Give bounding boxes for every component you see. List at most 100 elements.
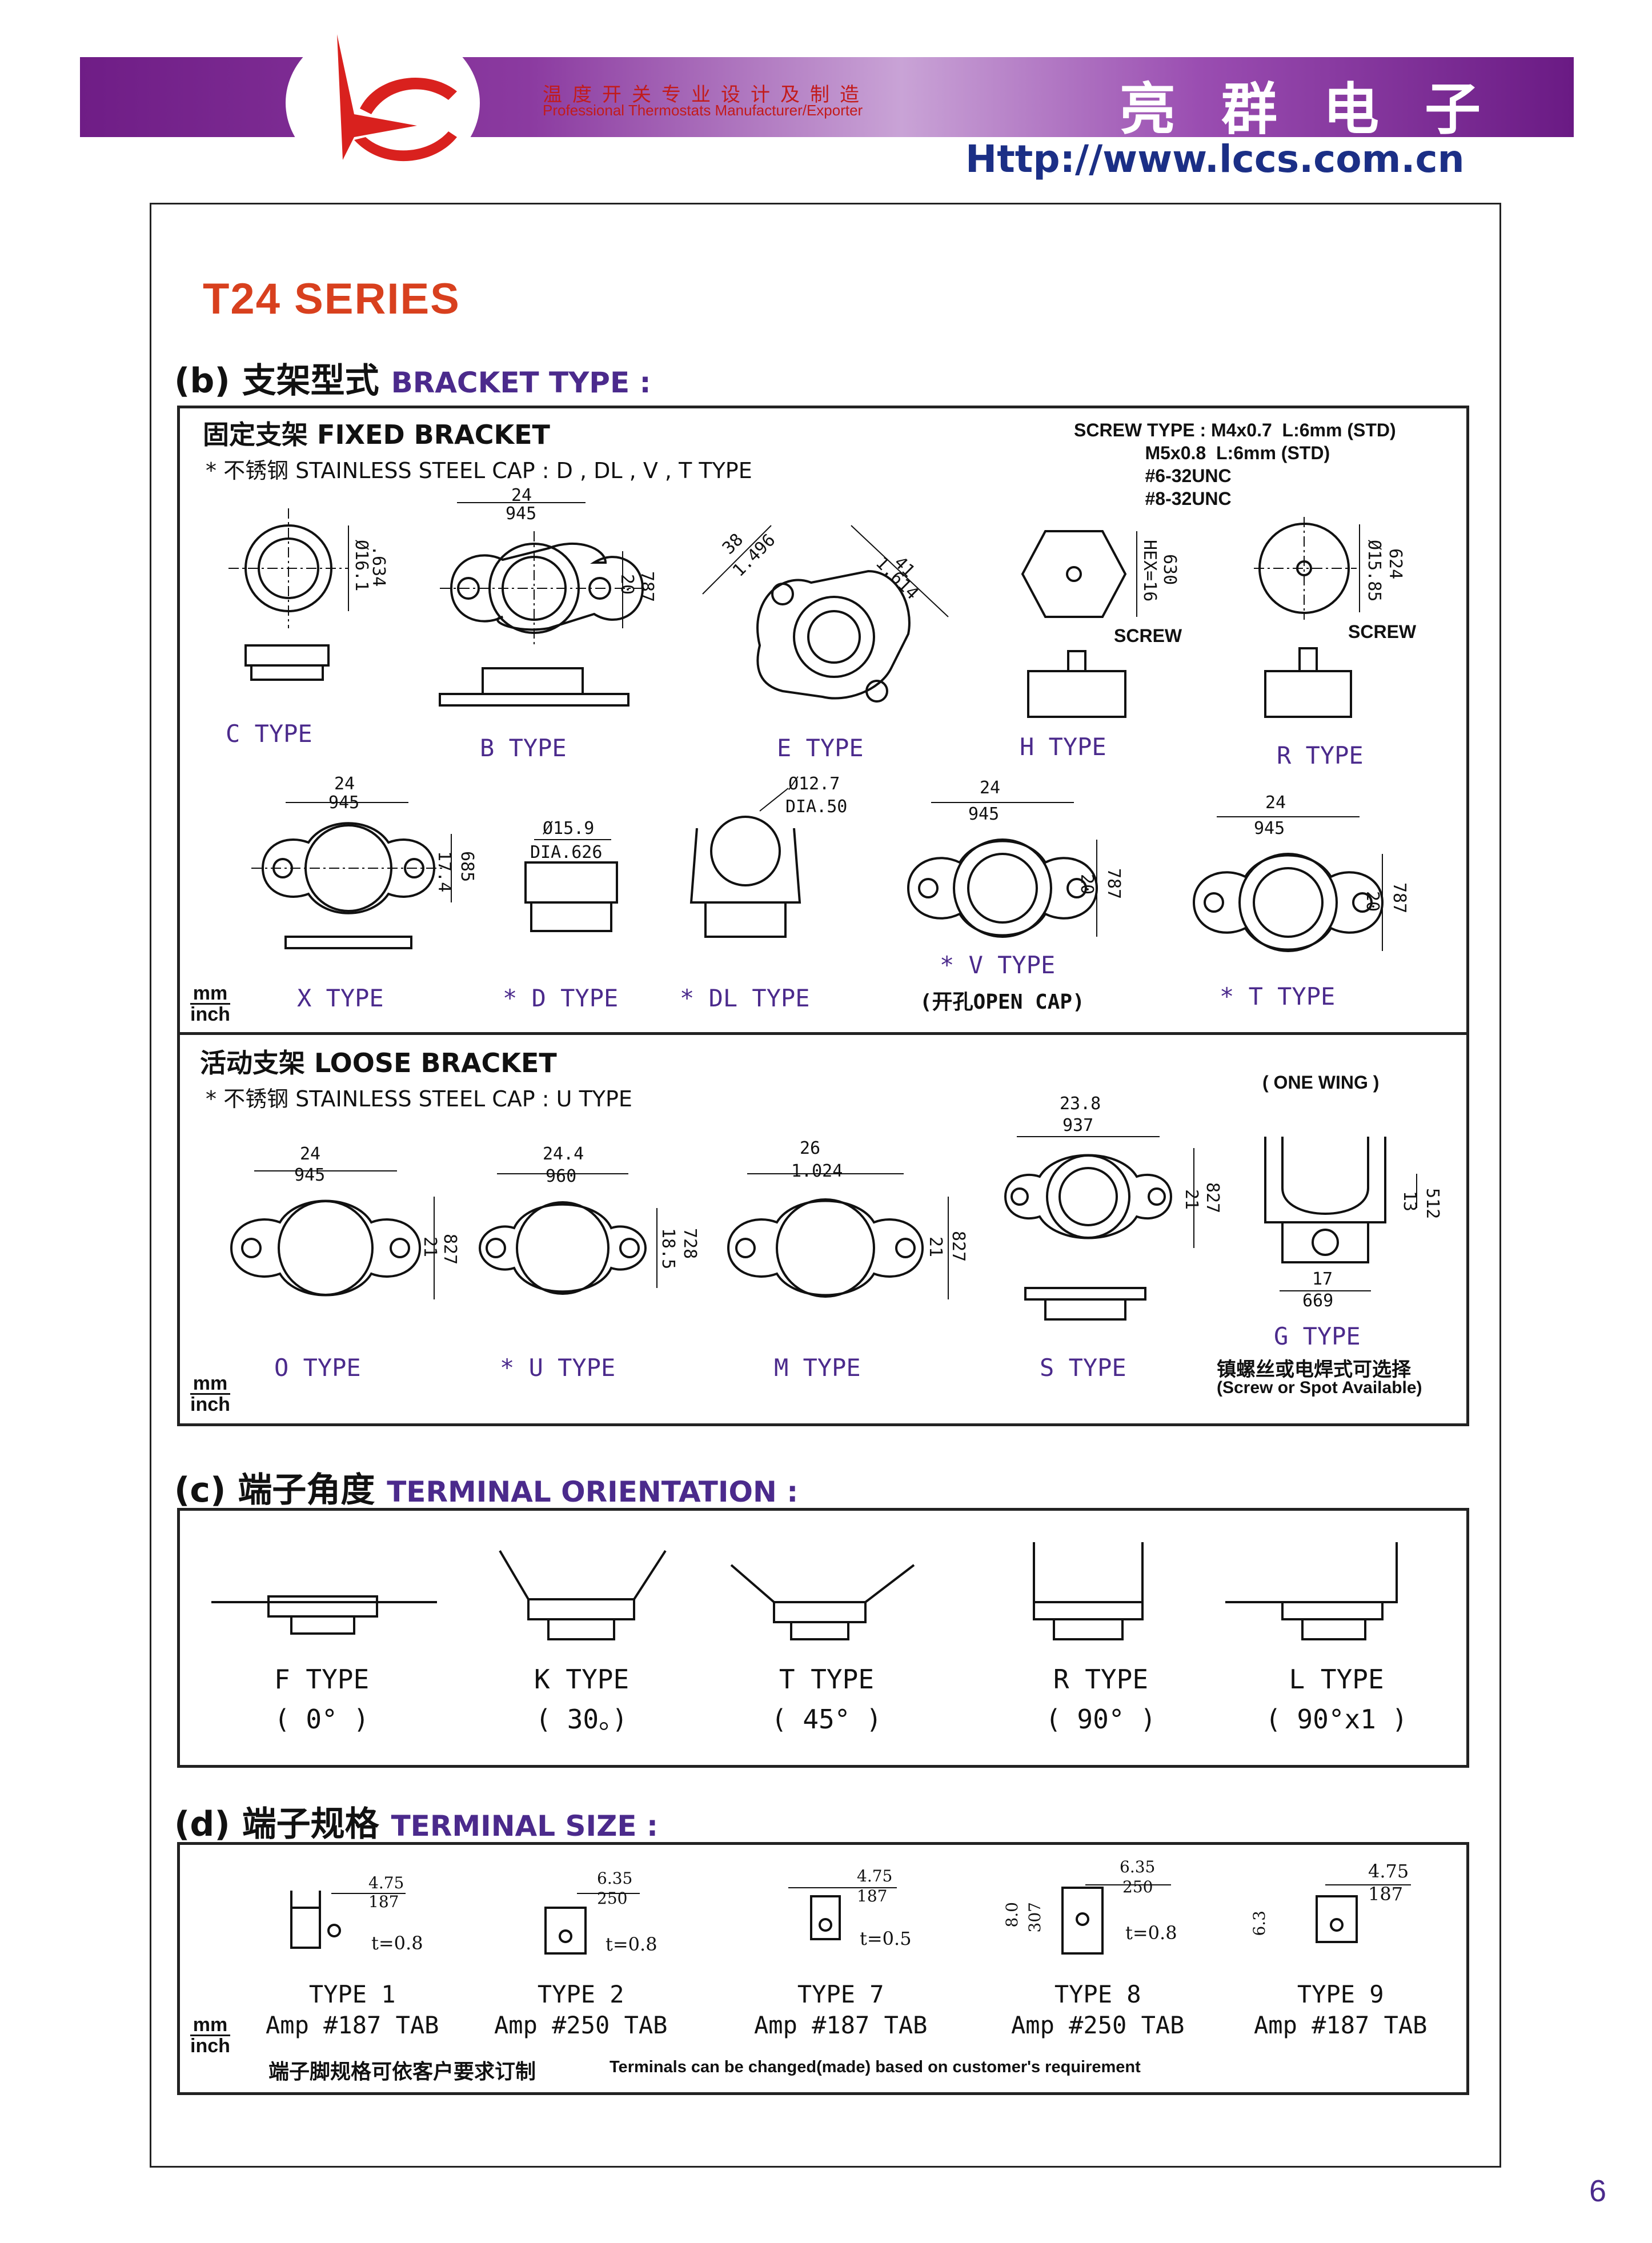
c-dim-inch: .634 (368, 545, 388, 587)
k-type-drawing (499, 1550, 667, 1640)
type8-w-mm: 6.35 (1120, 1857, 1156, 1876)
terminal-note-cn: 端子脚规格可依客户要求订制 (268, 2060, 536, 2084)
terminal-type8: TYPE 8 Amp #250 TAB (1011, 1979, 1184, 2041)
type8-drawing (1061, 1884, 1171, 1955)
v-dim-w-mm: 24 (980, 778, 1001, 798)
label-b-type: B TYPE (480, 734, 567, 762)
r-screw-label: SCREW (1348, 621, 1417, 642)
h-screw-label: SCREW (1114, 625, 1182, 646)
label-r-type: R TYPE (1277, 741, 1364, 769)
g-note-cn: 镇螺丝或电焊式可选择 (1217, 1358, 1411, 1381)
dl-dim-inch: DIA.50 (785, 797, 848, 817)
s-dim-h-mm: 21 (1181, 1189, 1201, 1210)
type9-drawing (1316, 1884, 1411, 1943)
type1-w-inch: 187 (368, 1892, 399, 1911)
type7-drawing (788, 1887, 897, 1940)
unit-legend-loose: mm inch (190, 1374, 230, 1414)
type8-thickness: t=0.8 (1125, 1922, 1177, 1944)
o-dim-w-inch: 945 (294, 1165, 326, 1185)
type1-drawing (290, 1891, 406, 1949)
t-type-drawing (1192, 816, 1384, 952)
section-title-cn: 端子规格 (242, 1804, 379, 1844)
v-dim-h-inch: 787 (1104, 868, 1124, 900)
dl-type-drawing (689, 788, 801, 938)
o-dim-w-mm: 24 (300, 1144, 321, 1164)
g-note-en: (Screw or Spot Available) (1217, 1378, 1422, 1397)
type7-thickness: t=0.5 (860, 1928, 912, 1949)
unit-legend-fixed: mm inch (190, 984, 230, 1024)
v-open-cap-note: (开孔OPEN CAP) (920, 990, 1085, 1014)
loose-bracket-box (177, 1032, 1469, 1426)
terminal-size-box (177, 1842, 1469, 2095)
label-t-type: * T TYPE (1220, 982, 1336, 1010)
section-prefix: (d) (174, 1804, 230, 1844)
orientation-box (177, 1508, 1469, 1768)
s-dim-w-mm: 23.8 (1060, 1094, 1101, 1114)
label-e-type: E TYPE (777, 734, 864, 762)
s-type-drawing (1004, 1136, 1194, 1321)
page-frame (150, 203, 1501, 2168)
u-dim-h-mm: 18.5 (658, 1228, 678, 1270)
terminal-type-name: TYPE 8 (1054, 1980, 1141, 2008)
orientation-k: K TYPE ( 30。) (534, 1659, 629, 1739)
t-dim-w-inch: 945 (1254, 818, 1285, 838)
orientation-t: T TYPE ( 45° ) (771, 1659, 882, 1739)
b-dim-w-mm: 24 (511, 485, 532, 505)
type8-h-mm: 8.0 (1003, 1902, 1021, 1928)
label-x-type: X TYPE (297, 984, 384, 1012)
type2-drawing (544, 1893, 640, 1955)
d-type-drawing (524, 839, 618, 932)
fixed-bracket-title: 固定支架 FIXED BRACKET (203, 419, 550, 450)
g-dim-h-inch: 512 (1422, 1188, 1442, 1219)
s-dim-h-inch: 827 (1202, 1182, 1222, 1214)
g-dim-h-mm: 13 (1400, 1191, 1420, 1212)
x-dim-h-inch: 685 (457, 851, 477, 882)
x-dim-w-inch: 945 (328, 793, 360, 813)
unit-inch: inch (190, 1394, 230, 1415)
company-logo (286, 23, 480, 183)
header-tagline-cn: 温度开关专业设计及制造 (543, 84, 869, 106)
o-dim-h-inch: 827 (440, 1234, 460, 1265)
s-dim-w-inch: 937 (1062, 1116, 1094, 1135)
x-dim-w-mm: 24 (334, 774, 355, 794)
loose-bracket-note: * 不锈钢 STAINLESS STEEL CAP : U TYPE (206, 1086, 632, 1112)
orientation-l: L TYPE ( 90°x1 ) (1265, 1659, 1408, 1739)
label-c-type: C TYPE (226, 720, 312, 748)
type2-w-inch: 250 (597, 1889, 628, 1908)
c-type-drawing (228, 508, 349, 681)
orientation-angle: ( 90°x1 ) (1265, 1704, 1408, 1735)
unit-mm: mm (190, 2015, 230, 2036)
label-v-type: * V TYPE (940, 951, 1056, 979)
terminal-amp: Amp #250 TAB (1011, 2011, 1185, 2039)
o-dim-h-mm: 21 (420, 1237, 440, 1258)
r-dim-inch: 624 (1385, 548, 1405, 580)
section-title-en: TERMINAL SIZE : (391, 1809, 658, 1843)
h-dim-inch: 630 (1160, 554, 1180, 585)
terminal-amp: Amp #250 TAB (494, 2011, 668, 2039)
series-title: T24 SERIES (203, 275, 460, 323)
terminal-type-name: TYPE 7 (797, 1980, 884, 2008)
orientation-angle: ( 90° ) (1045, 1704, 1156, 1735)
type7-w-mm: 4.75 (857, 1867, 893, 1885)
m-dim-w-inch: 1.024 (791, 1161, 843, 1181)
terminal-type9: TYPE 9 Amp #187 TAB (1254, 1979, 1427, 2041)
b-dim-h-inch: 787 (637, 571, 657, 603)
terminal-amp: Amp #187 TAB (754, 2011, 928, 2039)
f-type-drawing (211, 1595, 437, 1635)
r-dim-dia: Ø15.85 (1364, 540, 1384, 602)
website-url[interactable]: Http://www.lccs.com.cn (965, 137, 1465, 181)
v-type-drawing (907, 802, 1098, 938)
orientation-type: L TYPE (1289, 1664, 1384, 1695)
orientation-angle: ( 0° ) (274, 1704, 370, 1735)
orientation-angle: ( 45° ) (771, 1704, 882, 1735)
section-prefix: (c) (174, 1470, 226, 1510)
orientation-type: F TYPE (274, 1664, 370, 1695)
terminal-type-name: TYPE 2 (537, 1980, 624, 2008)
loose-bracket-title: 活动支架 LOOSE BRACKET (200, 1048, 557, 1078)
g-dim-w-mm: 17 (1312, 1269, 1333, 1289)
m-dim-h-inch: 827 (948, 1231, 968, 1262)
section-bracket-heading: (b) 支架型式 BRACKET TYPE : (174, 353, 651, 403)
t-dim-w-mm: 24 (1265, 793, 1286, 813)
section-prefix: (b) (174, 361, 230, 401)
